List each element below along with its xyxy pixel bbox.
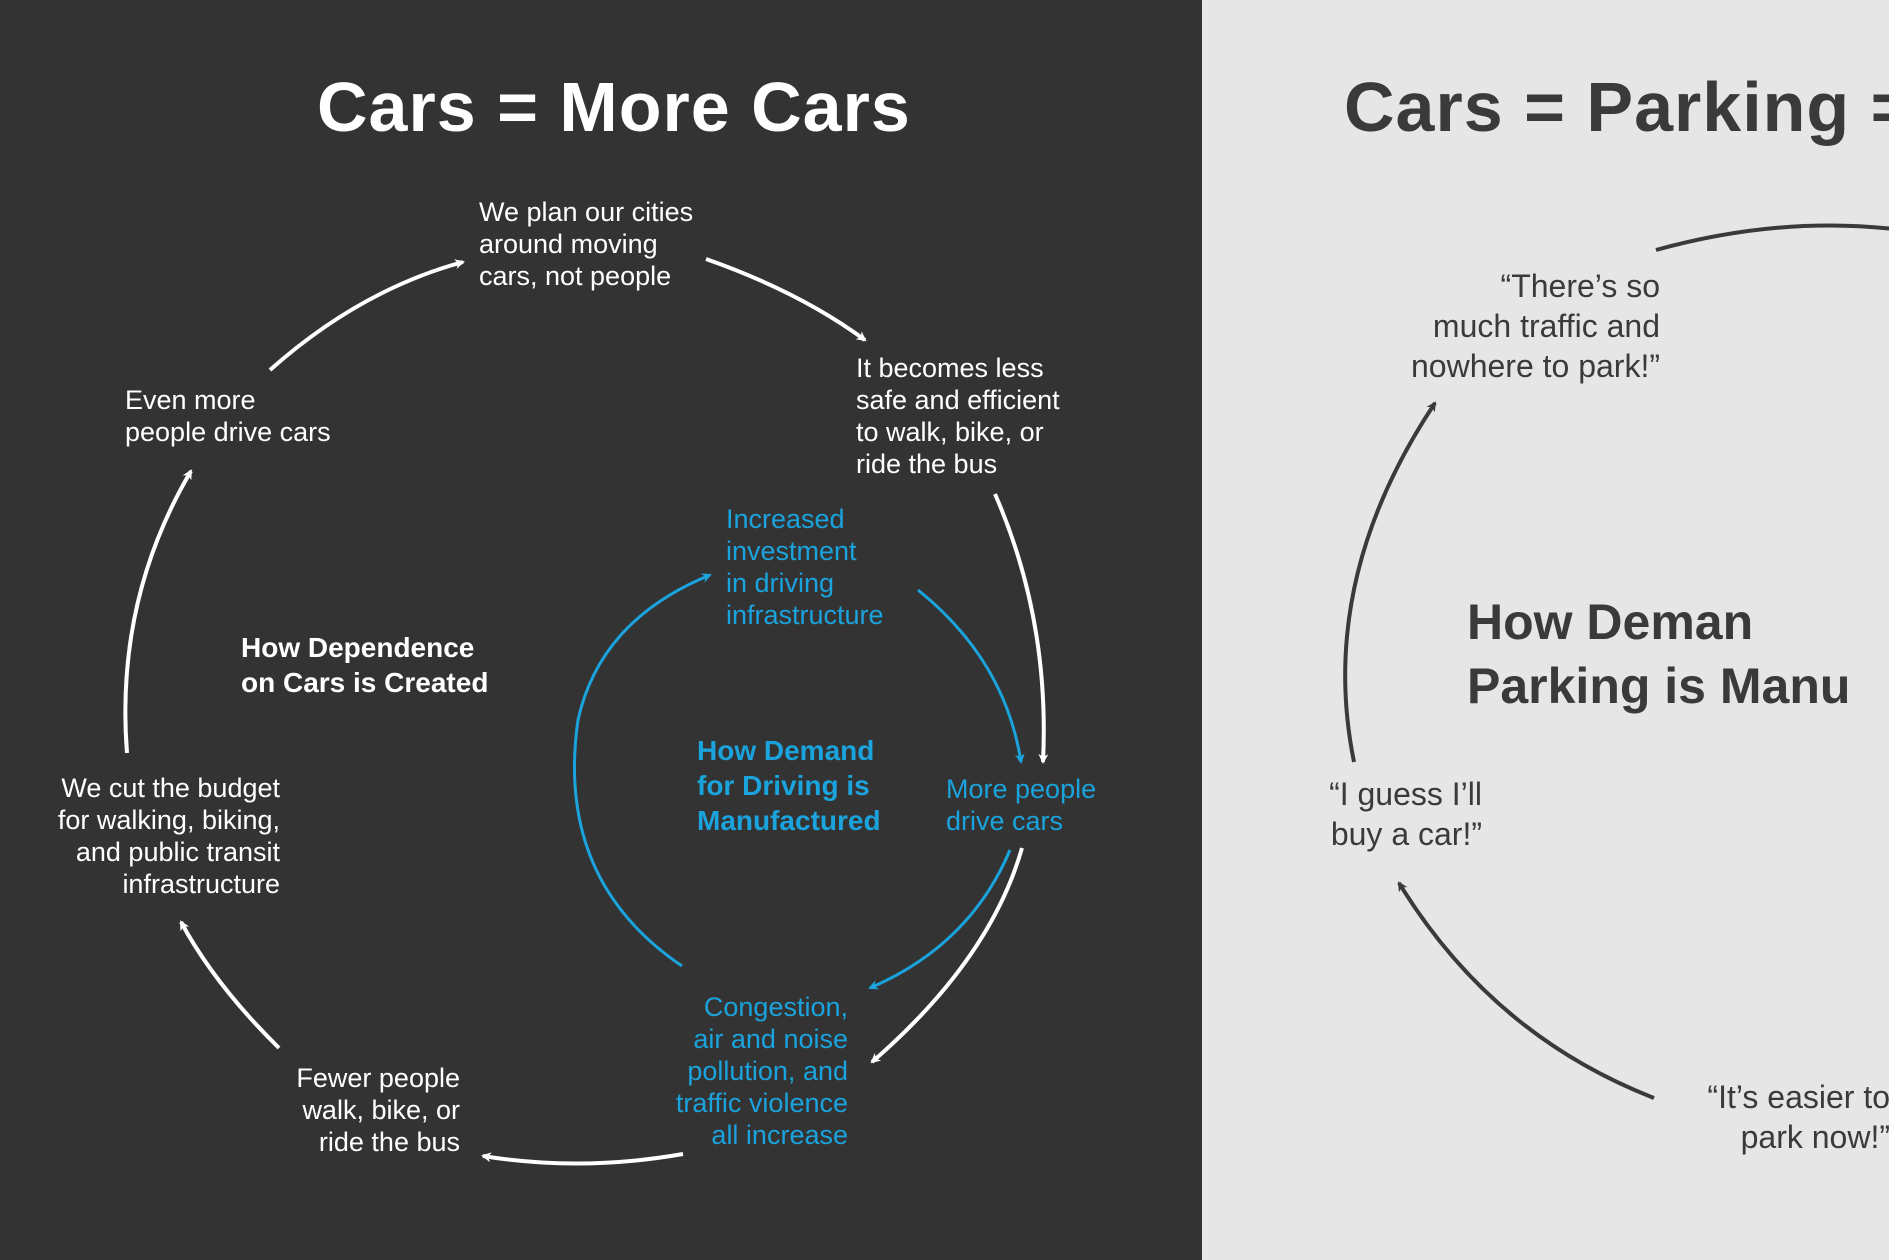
inner-node-investment: Increased investment in driving infrastr… — [726, 504, 884, 630]
arrow-cut-budget-to-even-more — [123, 469, 193, 754]
outer-cycle-center-label: How Dependence on Cars is Created — [241, 632, 489, 698]
arrow-more-drivers-to-congestion-blue — [868, 849, 1012, 990]
outer-node-less-safe: It becomes less safe and efficient to wa… — [856, 353, 1060, 479]
left-arrows — [123, 257, 1049, 1166]
node-more-drivers: More people drive cars — [946, 774, 1097, 836]
outer-node-plan-cities: We plan our cities around moving cars, n… — [479, 197, 694, 291]
left-panel: Cars = More Cars We plan our cities arou… — [0, 0, 1202, 1260]
arrow-congestion-to-fewer — [481, 1152, 684, 1166]
right-panel: Cars = Parking = “There’s so much traffi… — [1202, 0, 1889, 1260]
arrow-easier-to-buy-car — [1397, 881, 1655, 1100]
right-arrows — [1343, 223, 1889, 1100]
arrow-cities-to-unsafe — [705, 257, 867, 342]
outer-node-fewer-walk: Fewer people walk, bike, or ride the bus — [296, 1063, 460, 1157]
arrow-fewer-to-cut-budget — [179, 920, 281, 1050]
quote-traffic: “There’s so much traffic and nowhere to … — [1410, 268, 1660, 384]
outer-node-cut-budget: We cut the budget for walking, biking, a… — [57, 773, 280, 899]
right-title: Cars = Parking = — [1344, 68, 1889, 146]
quote-easier-park: “It’s easier to park now!” — [1707, 1079, 1889, 1155]
arrow-more-drivers-to-congestion — [870, 847, 1024, 1064]
quote-buy-car: “I guess I’ll buy a car!” — [1329, 776, 1482, 852]
arrow-congestion-to-investment — [573, 573, 712, 968]
arrow-buy-car-to-traffic — [1343, 401, 1437, 763]
arrow-investment-to-more-drivers — [917, 588, 1025, 764]
outer-node-even-more-drivers: Even more people drive cars — [125, 385, 331, 447]
node-congestion: Congestion, air and noise pollution, and… — [675, 992, 848, 1150]
arrow-arc-top — [1655, 223, 1889, 252]
left-title: Cars = More Cars — [317, 68, 911, 146]
right-center-label: How Deman Parking is Manu — [1467, 594, 1851, 714]
arrow-unsafe-to-more-drivers — [993, 493, 1049, 764]
inner-cycle-center-label: How Demand for Driving is Manufactured — [697, 735, 881, 836]
arrow-even-more-to-cities — [268, 259, 465, 372]
